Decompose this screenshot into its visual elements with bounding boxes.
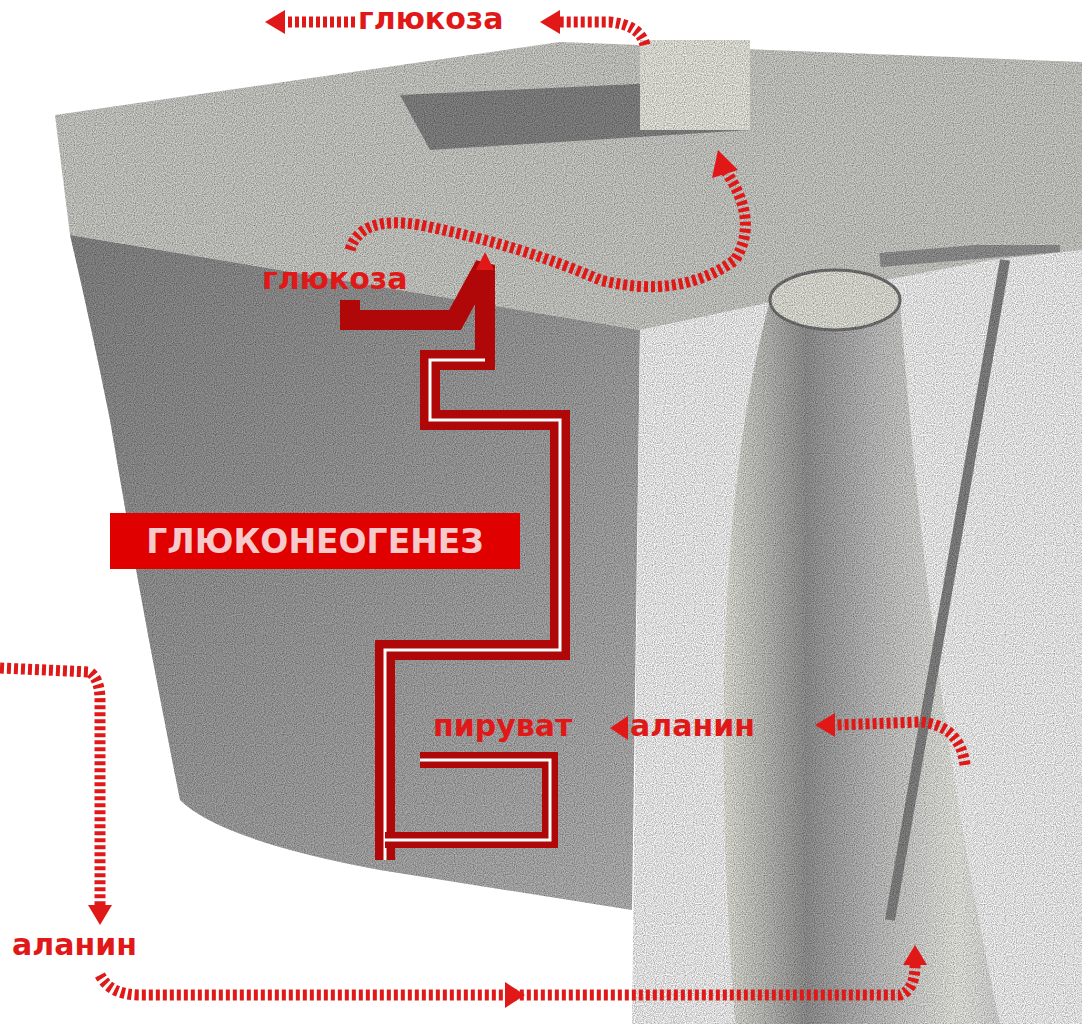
vessel-body (723, 300, 1000, 1024)
metabolite-label: глюкоза (262, 262, 407, 295)
process-box: ГЛЮКОНЕОГЕНЕЗ (110, 513, 520, 569)
dashed-arrow (0, 668, 100, 905)
dashed-arrow (350, 170, 745, 287)
flow-arrows (0, 22, 965, 995)
arrow-head (903, 945, 927, 965)
block-front (70, 235, 640, 910)
dashed-arrow (560, 22, 645, 45)
dashed-arrow (285, 17, 355, 28)
arrow-head (88, 905, 112, 925)
metabolite-label: пируват (433, 709, 572, 742)
vessel-opening (770, 270, 900, 330)
arrow-head (505, 982, 525, 1008)
top-vessel (640, 40, 750, 130)
dashed-arrow (835, 722, 965, 765)
pathway-inner (385, 360, 560, 860)
arrow-heads (88, 10, 927, 1008)
cut-face (632, 250, 1082, 1024)
metabolite-label: аланин (630, 709, 755, 742)
arrow-head (610, 716, 628, 740)
arrow-head (476, 252, 494, 270)
metabolite-label: аланин (12, 928, 137, 961)
pathway-inner (385, 760, 550, 840)
arrow-head (712, 150, 738, 178)
arrow-head (815, 713, 835, 737)
small-tube (890, 260, 1005, 920)
blood-vessel (723, 245, 1060, 1024)
node-label: ГЛЮКОНЕОГЕНЕЗ (146, 522, 484, 561)
pathway-loop (385, 760, 550, 840)
metabolite-label: глюкоза (358, 2, 503, 35)
liver-block (55, 40, 1082, 1024)
arrow-head (540, 10, 560, 34)
arrow-head (265, 10, 285, 34)
tube-top (880, 245, 1060, 260)
